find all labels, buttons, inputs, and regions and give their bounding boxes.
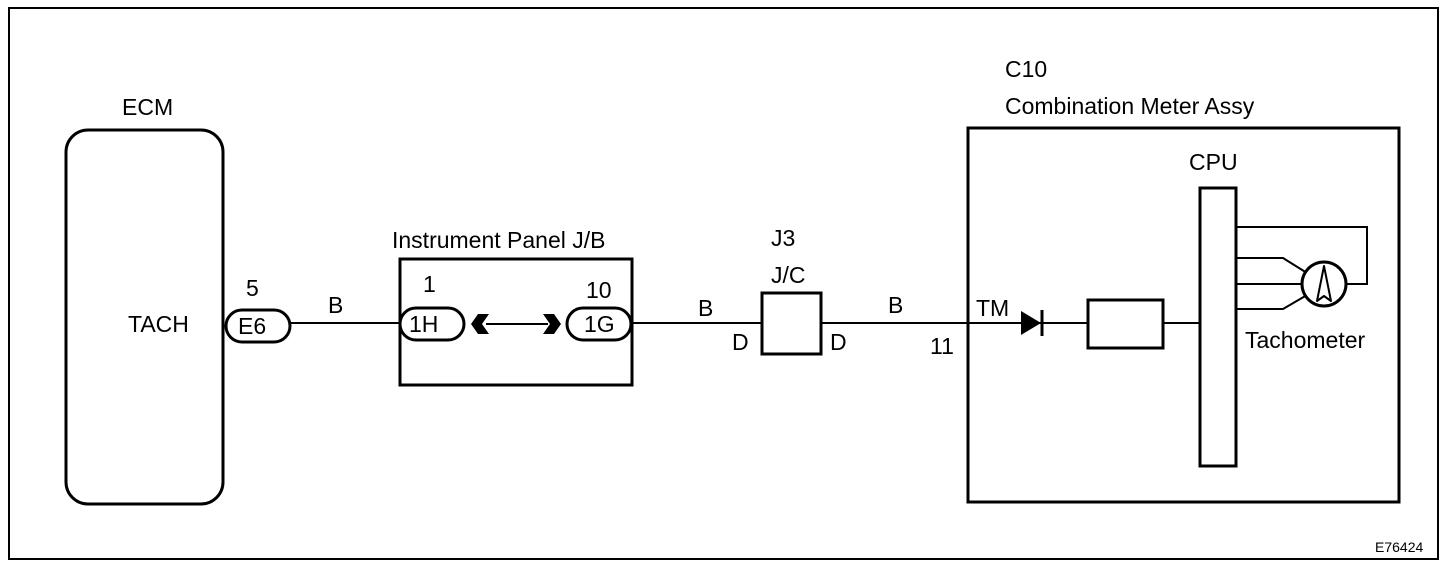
meter-code: C10 — [1005, 56, 1047, 82]
meter-terminal-label: TM — [976, 295, 1009, 321]
junction-type: J/C — [771, 262, 806, 288]
figure-id: E76424 — [1375, 539, 1423, 555]
cpu-box — [1198, 186, 1238, 468]
tach-wire-1 — [1236, 257, 1308, 274]
ecm-title: ECM — [122, 94, 173, 120]
tachometer-gauge-icon — [1300, 260, 1348, 308]
wire-color-3: B — [888, 292, 903, 318]
junction-box — [760, 291, 823, 356]
jb-arrow-right-icon — [543, 314, 561, 334]
tach-wire-3 — [1236, 294, 1308, 310]
meter-resistor-box — [1086, 298, 1165, 350]
ecm-connector-label: E6 — [238, 313, 266, 339]
tachometer-label: Tachometer — [1245, 327, 1366, 353]
ecm-box — [64, 128, 225, 506]
meter-terminal-pin: 11 — [930, 333, 954, 359]
jb-right-pin: 10 — [586, 277, 612, 303]
jb-connector-1g-label: 1G — [584, 311, 615, 337]
jb-connector-1h-label: 1H — [409, 311, 438, 337]
ecm-connector-e6 — [224, 308, 292, 344]
tachometer-needle-icon — [1316, 265, 1332, 302]
ecm-connector-pin: 5 — [246, 275, 259, 301]
wire-color-2: B — [698, 295, 713, 321]
junction-id: J3 — [771, 225, 795, 251]
jb-left-pin: 1 — [423, 271, 436, 297]
junction-left-pin: D — [732, 329, 749, 355]
meter-box — [966, 126, 1401, 504]
diode-icon — [1021, 311, 1041, 335]
jb-connector-1h — [398, 306, 466, 342]
tach-wire-top — [1236, 226, 1368, 285]
wire-color-1: B — [328, 292, 343, 318]
diagram-frame — [8, 7, 1439, 560]
meter-name: Combination Meter Assy — [1005, 93, 1255, 119]
ecm-terminal-label: TACH — [128, 311, 189, 337]
jb-title: Instrument Panel J/B — [392, 227, 606, 253]
cpu-label: CPU — [1189, 149, 1238, 175]
jb-arrow-left-icon — [471, 314, 489, 334]
junction-right-pin: D — [830, 329, 847, 355]
